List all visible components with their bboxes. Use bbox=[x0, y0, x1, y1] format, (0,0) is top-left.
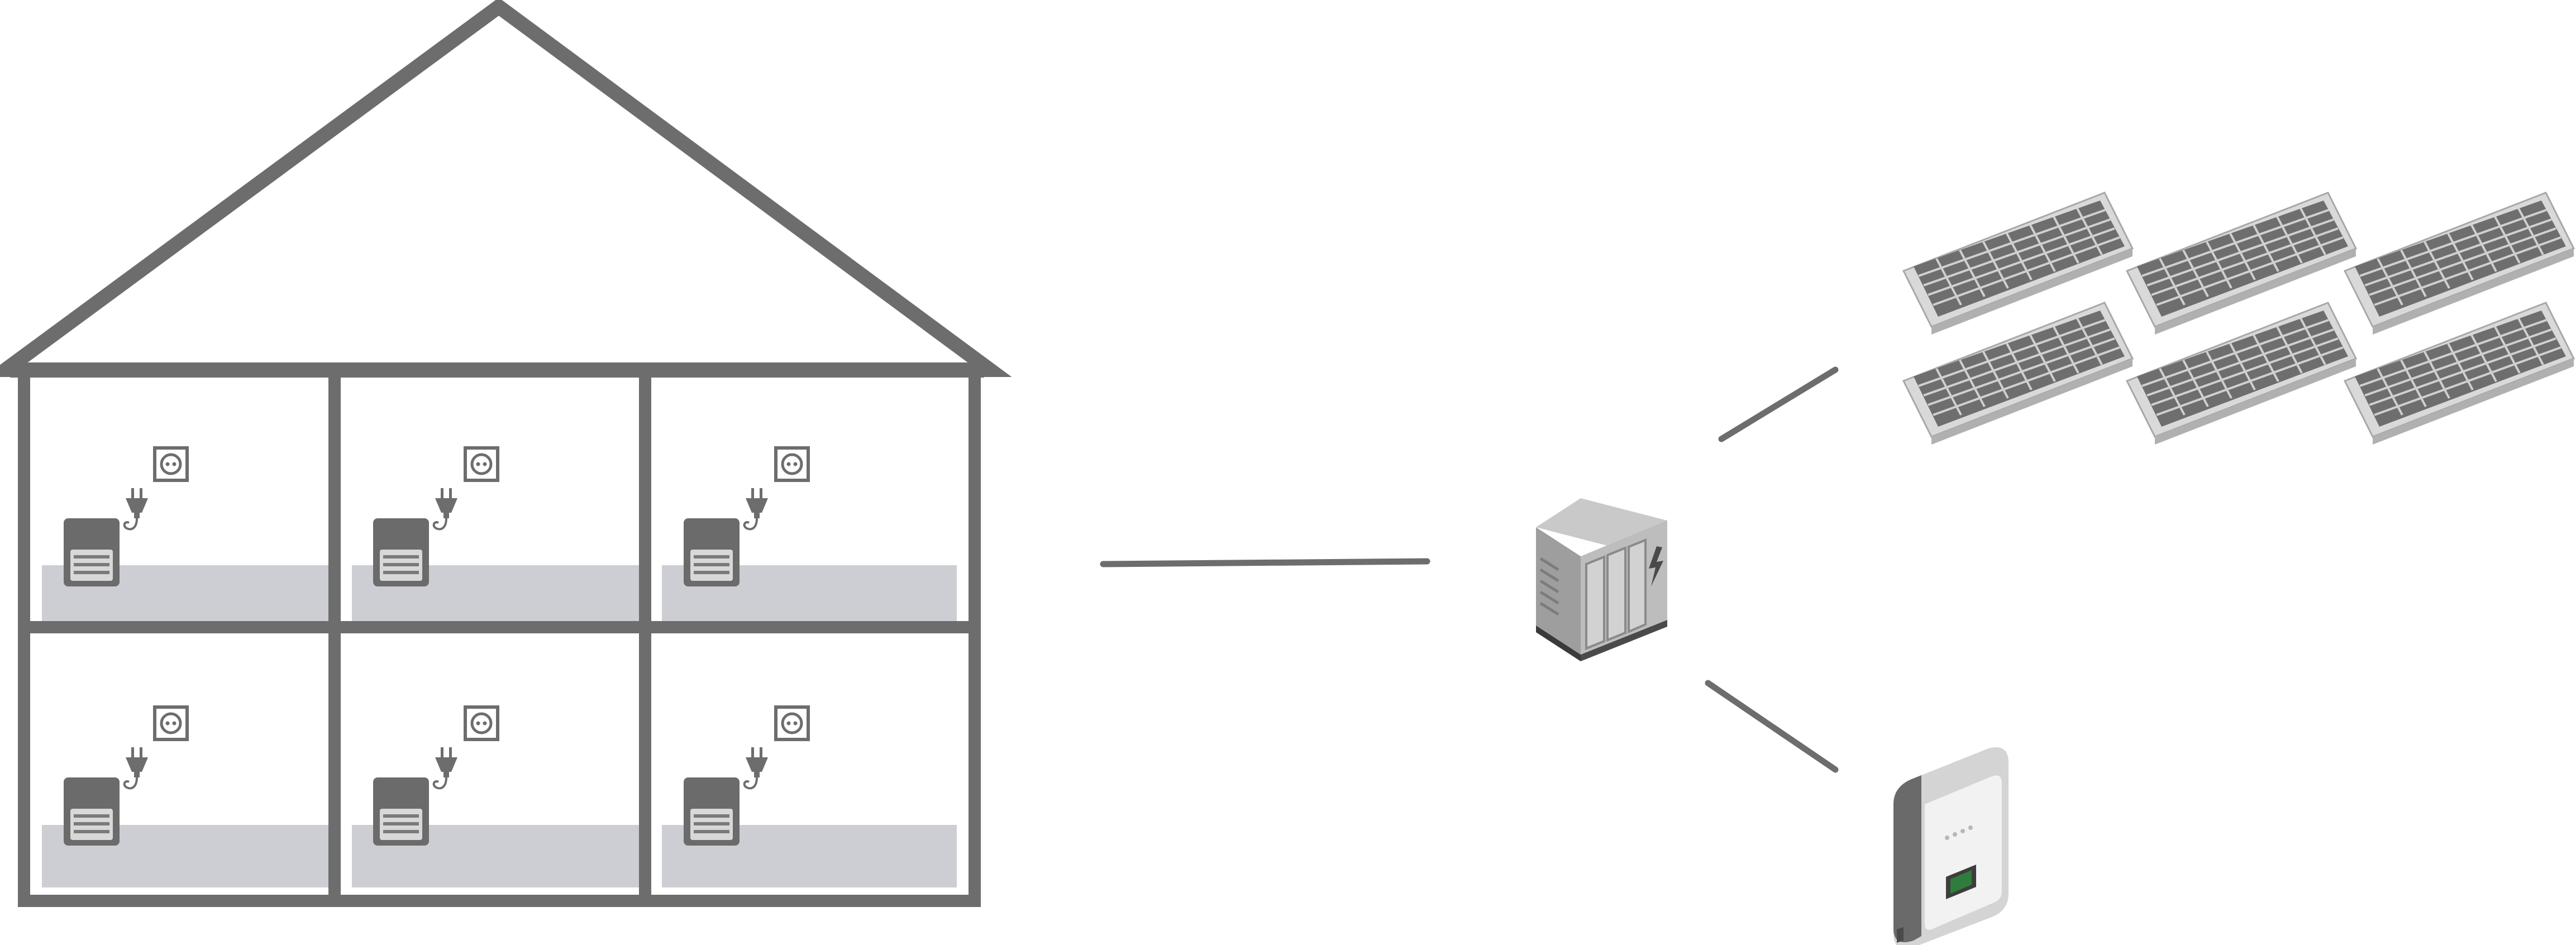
heater-icon bbox=[64, 518, 120, 586]
battery-storage-icon bbox=[1536, 498, 1667, 661]
room-lower-middle bbox=[373, 707, 498, 846]
plug-icon bbox=[432, 746, 459, 790]
room-lower-left bbox=[64, 707, 187, 846]
plug-icon bbox=[123, 487, 149, 531]
house-roof bbox=[0, 0, 1012, 377]
house-walls bbox=[10, 363, 984, 907]
socket-icon bbox=[465, 448, 498, 480]
house bbox=[0, 0, 1012, 907]
heater-icon bbox=[64, 777, 120, 846]
display-screen bbox=[1950, 870, 1972, 894]
solar-panel-array bbox=[1902, 192, 2575, 446]
heater-icon bbox=[684, 777, 740, 846]
heater-icon bbox=[684, 518, 740, 586]
wallbox-inverter-icon bbox=[1893, 747, 2009, 945]
plug-icon bbox=[123, 746, 149, 790]
plug-icon bbox=[432, 487, 459, 531]
socket-icon bbox=[776, 707, 808, 739]
heater-icon bbox=[373, 777, 429, 846]
room-lower-right bbox=[684, 707, 808, 846]
lightning-icon bbox=[1649, 546, 1663, 586]
plug-icon bbox=[743, 487, 769, 531]
connector-house-battery bbox=[1100, 558, 1430, 567]
connector-battery-wallbox bbox=[1705, 680, 1839, 773]
socket-icon bbox=[465, 707, 498, 739]
connectors bbox=[1100, 366, 1839, 773]
heater-icon bbox=[373, 518, 429, 586]
plug-icon bbox=[743, 746, 769, 790]
socket-icon bbox=[155, 707, 187, 739]
socket-icon bbox=[776, 448, 808, 480]
connector-battery-solar bbox=[1718, 366, 1839, 442]
socket-icon bbox=[155, 448, 187, 480]
